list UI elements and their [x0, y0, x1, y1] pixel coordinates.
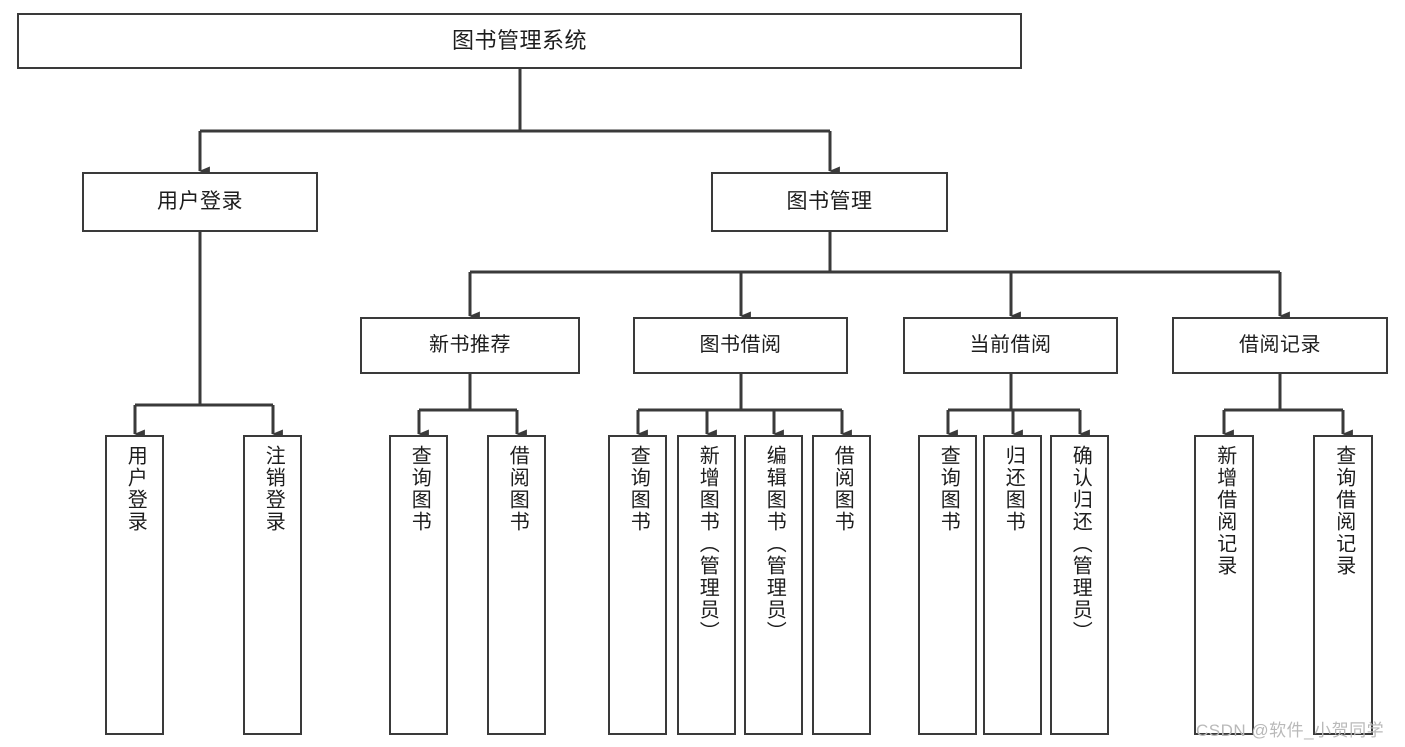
node-leaf-borrow-book-1-label: 借阅图书: [506, 445, 529, 533]
node-book-borrow-label: 图书借阅: [699, 333, 782, 356]
node-leaf-add-book[interactable]: 新增图书（管理员）: [677, 435, 736, 735]
node-book-manage[interactable]: 图书管理: [711, 172, 948, 232]
csdn-watermark: CSDN @软件_小贺同学: [1196, 721, 1385, 740]
node-leaf-user-logout[interactable]: 注销登录: [243, 435, 302, 735]
node-new-book-recommend[interactable]: 新书推荐: [360, 317, 580, 374]
node-leaf-borrow-book-2-label: 借阅图书: [831, 445, 854, 533]
node-leaf-borrow-book-1[interactable]: 借阅图书: [487, 435, 546, 735]
node-leaf-add-record[interactable]: 新增借阅记录: [1194, 435, 1254, 735]
node-leaf-edit-book[interactable]: 编辑图书（管理员）: [744, 435, 803, 735]
node-borrow-record-label: 借阅记录: [1239, 333, 1321, 356]
node-leaf-query-book-3-label: 查询图书: [937, 445, 960, 533]
node-leaf-query-book-1[interactable]: 查询图书: [389, 435, 448, 735]
node-leaf-user-logout-label: 注销登录: [262, 445, 285, 533]
node-leaf-return-book-label: 归还图书: [1002, 445, 1025, 533]
node-user-login-label: 用户登录: [157, 189, 243, 213]
node-user-login[interactable]: 用户登录: [82, 172, 318, 232]
node-leaf-borrow-book-2[interactable]: 借阅图书: [812, 435, 871, 735]
node-leaf-add-book-label: 新增图书（管理员）: [696, 445, 719, 643]
node-current-borrow[interactable]: 当前借阅: [903, 317, 1118, 374]
node-leaf-confirm-return-label: 确认归还（管理员）: [1069, 445, 1092, 643]
node-leaf-edit-book-label: 编辑图书（管理员）: [763, 445, 786, 643]
node-new-book-recommend-label: 新书推荐: [429, 333, 511, 356]
node-root-label: 图书管理系统: [451, 27, 587, 53]
node-leaf-query-book-3[interactable]: 查询图书: [918, 435, 977, 735]
node-borrow-record[interactable]: 借阅记录: [1172, 317, 1388, 374]
node-book-borrow[interactable]: 图书借阅: [633, 317, 848, 374]
node-leaf-user-login-label: 用户登录: [124, 445, 147, 533]
node-root[interactable]: 图书管理系统: [17, 13, 1022, 69]
node-leaf-user-login[interactable]: 用户登录: [105, 435, 164, 735]
node-leaf-query-book-2[interactable]: 查询图书: [608, 435, 667, 735]
node-leaf-query-record[interactable]: 查询借阅记录: [1313, 435, 1373, 735]
node-leaf-query-record-label: 查询借阅记录: [1332, 445, 1355, 577]
node-leaf-query-book-1-label: 查询图书: [408, 445, 431, 533]
node-current-borrow-label: 当前借阅: [969, 333, 1052, 356]
node-leaf-confirm-return[interactable]: 确认归还（管理员）: [1050, 435, 1109, 735]
node-leaf-add-record-label: 新增借阅记录: [1213, 445, 1236, 577]
node-book-manage-label: 图书管理: [786, 189, 873, 213]
node-leaf-return-book[interactable]: 归还图书: [983, 435, 1042, 735]
node-leaf-query-book-2-label: 查询图书: [627, 445, 650, 533]
